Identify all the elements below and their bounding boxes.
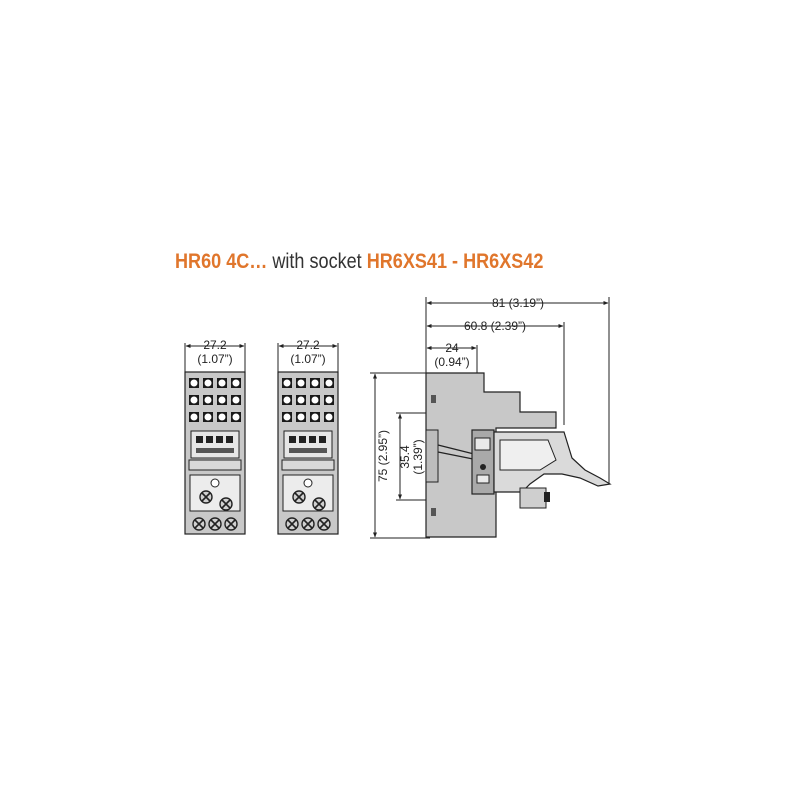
depth-mid-label: 60.8 (2.39”) <box>464 319 526 333</box>
diagram-title: HR60 4C… with socket HR6XS41 - HR6XS42 <box>175 250 571 280</box>
height-inner-in-label: (1.39”) <box>411 439 425 474</box>
side-view: 81 (3.19”) 60.8 (2.39”) 24 (0.94”) 75 (2… <box>370 296 612 539</box>
width-in-label: (1.07”) <box>197 352 232 366</box>
width-mm-label: 27.2 <box>203 338 227 352</box>
title-sockets: HR6XS41 - HR6XS42 <box>366 250 544 273</box>
width2-mm-label: 27.2 <box>296 338 320 352</box>
title-connector: with socket <box>267 250 367 273</box>
title-model: HR60 4C… <box>175 250 268 273</box>
height-inner-mm-label: 35.4 <box>398 445 412 469</box>
front-view-left: 27.2 (1.07”) <box>184 338 246 535</box>
front-view-right: 27.2 (1.07”) <box>277 338 339 535</box>
height-total-label: 75 (2.95”) <box>376 430 390 482</box>
depth-short-mm-label: 24 <box>445 341 459 355</box>
width2-in-label: (1.07”) <box>290 352 325 366</box>
depth-short-in-label: (0.94”) <box>434 355 469 369</box>
depth-total-label: 81 (3.19”) <box>492 296 544 310</box>
